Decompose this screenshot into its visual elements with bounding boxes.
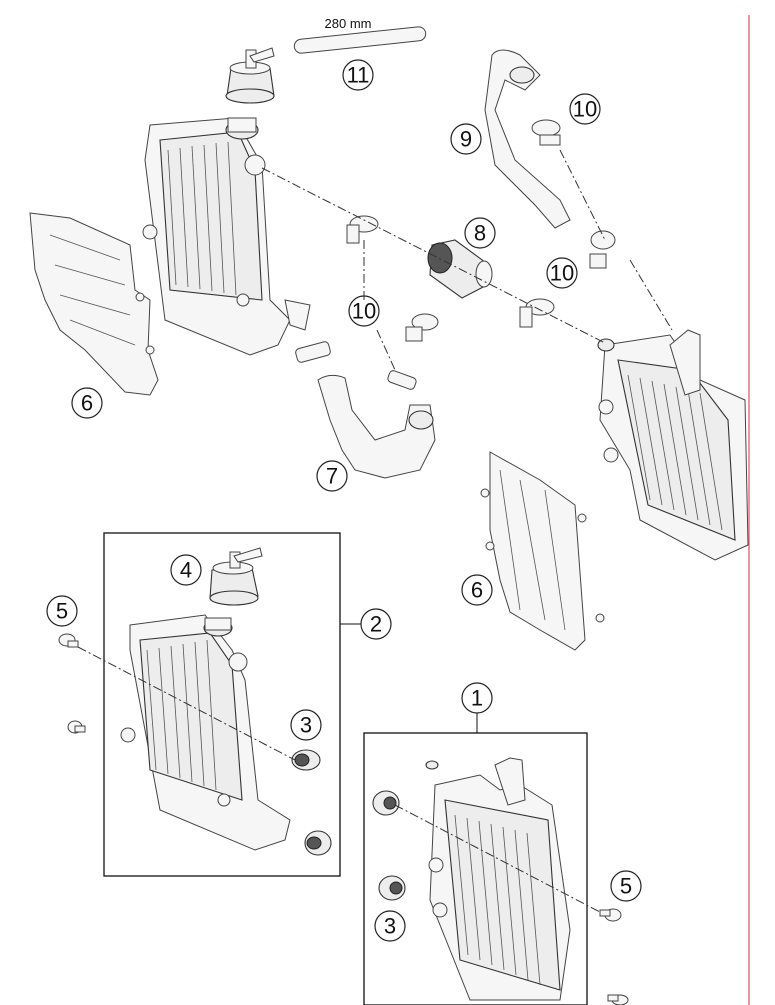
svg-text:4: 4 <box>180 558 192 583</box>
hose-clamp-d <box>519 298 555 328</box>
callout-9: 9 <box>450 123 482 155</box>
radiator-cap-kit <box>209 547 263 606</box>
kit-left-grommet-b <box>304 830 332 856</box>
svg-text:2: 2 <box>370 612 382 637</box>
centerline-hose9 <box>559 149 606 241</box>
svg-text:3: 3 <box>384 914 396 939</box>
hose-clamp-c <box>589 230 616 269</box>
lower-radiator-hose <box>317 374 436 479</box>
thermostat-housing <box>427 239 493 299</box>
kit-box-right-radiator <box>363 732 588 1005</box>
svg-text:10: 10 <box>573 97 597 122</box>
left-radiator <box>142 117 311 356</box>
svg-text:5: 5 <box>56 599 68 624</box>
kit-box-left-radiator <box>103 532 341 877</box>
centerline-kit-right <box>394 804 601 913</box>
centerline-left-to-right <box>261 167 606 344</box>
svg-text:3: 3 <box>300 713 312 738</box>
screw-right-a <box>599 908 622 922</box>
right-radiator-shroud <box>480 451 605 651</box>
hose-clamp-b <box>531 119 561 146</box>
callout-4: 4 <box>170 554 202 586</box>
hose-clamp-e <box>405 313 439 342</box>
upper-radiator-hose <box>484 49 571 229</box>
callout-3-left: 3 <box>290 709 322 741</box>
centerline-kit-left <box>77 646 296 761</box>
centerline-right <box>629 259 673 331</box>
hose-clamp-g <box>387 370 417 390</box>
callout-10-top: 10 <box>569 93 601 125</box>
callout-5-left: 5 <box>46 595 78 627</box>
kit-right-radiator <box>425 757 571 1001</box>
svg-text:6: 6 <box>81 391 93 416</box>
screw-left-a <box>58 633 79 648</box>
callout-8: 8 <box>464 217 496 249</box>
screw-right-b <box>607 994 629 1005</box>
hose-clamp-f <box>295 341 331 363</box>
svg-text:10: 10 <box>352 299 376 324</box>
svg-text:1: 1 <box>471 686 483 711</box>
callout-10-right: 10 <box>546 257 578 289</box>
screw-left-b <box>67 720 86 734</box>
svg-text:10: 10 <box>550 261 574 286</box>
kit-left-grommet-a <box>291 749 321 771</box>
svg-text:8: 8 <box>474 221 486 246</box>
hose-dimension-label: 280 mm <box>325 16 372 31</box>
callout-6-left: 6 <box>71 387 103 419</box>
kit-left-radiator <box>120 614 291 851</box>
callout-5-right: 5 <box>610 870 642 902</box>
kit-right-grommet-b <box>378 875 406 901</box>
left-radiator-shroud <box>29 212 159 396</box>
overflow-hose: 280 mm <box>293 16 427 54</box>
callout-3-right: 3 <box>374 910 406 942</box>
callout-10-center: 10 <box>348 295 380 327</box>
right-radiator <box>597 329 749 561</box>
callout-11: 11 <box>342 59 374 91</box>
callout-6-right: 6 <box>461 574 493 606</box>
svg-text:6: 6 <box>471 578 483 603</box>
svg-text:5: 5 <box>620 874 632 899</box>
svg-text:11: 11 <box>347 63 370 88</box>
callout-1: 1 <box>461 682 493 714</box>
centerline-clamp-leader-a <box>376 329 396 371</box>
hose-clamp-a <box>346 215 379 244</box>
callout-7: 7 <box>316 460 348 492</box>
radiator-cap-top <box>225 47 275 104</box>
kit-right-grommet-a <box>372 790 400 816</box>
callout-2: 2 <box>360 608 392 640</box>
svg-text:7: 7 <box>326 464 338 489</box>
svg-text:9: 9 <box>460 127 472 152</box>
